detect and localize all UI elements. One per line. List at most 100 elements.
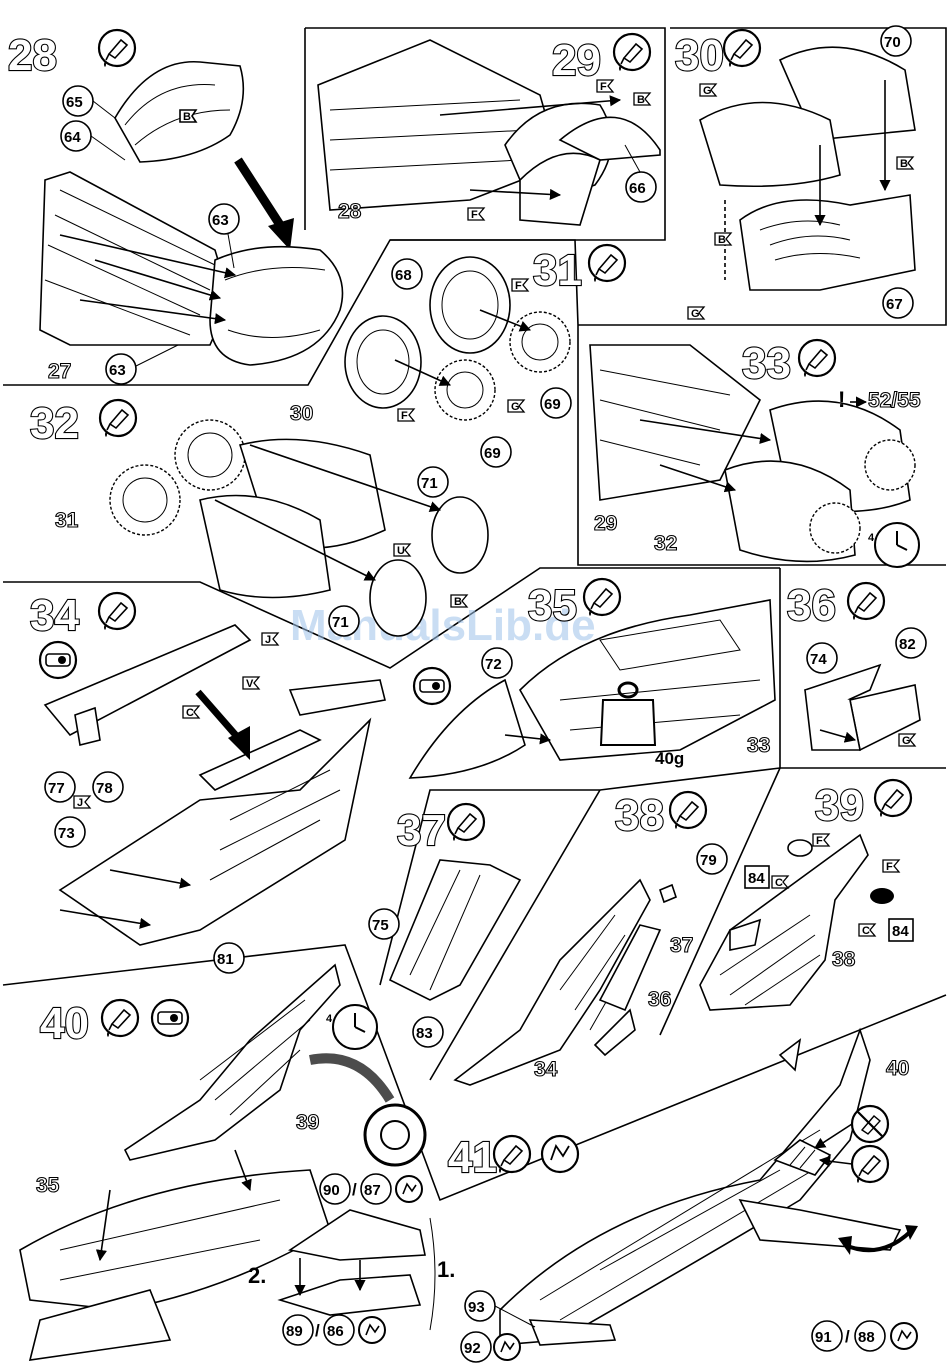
step-32: 32 U B 71 71 30 31 xyxy=(30,399,488,636)
no-glue-icon xyxy=(852,1106,888,1142)
callout: 90 xyxy=(320,1174,350,1204)
flag: G xyxy=(508,400,524,413)
step-40: 40 4 1. 2. 90 / xyxy=(20,965,455,1360)
callout: 69 xyxy=(481,437,511,467)
svg-text:C: C xyxy=(775,877,783,889)
step-number: 41 xyxy=(448,1133,497,1182)
callout: 88 xyxy=(855,1321,885,1351)
glue-icon xyxy=(584,579,620,616)
callout: 83 xyxy=(413,1017,443,1047)
part-label: 33 xyxy=(747,734,770,757)
svg-text:79: 79 xyxy=(700,852,717,869)
part-label: 34 xyxy=(534,1058,558,1081)
part-label: 35 xyxy=(36,1174,60,1197)
glue-icon xyxy=(99,30,135,67)
part-label: 31 xyxy=(55,509,79,532)
svg-text:69: 69 xyxy=(484,445,501,462)
glue-icon xyxy=(99,593,135,630)
part-label: 37 xyxy=(670,934,693,957)
step-41: 41 93 92 xyxy=(448,1030,918,1362)
svg-text:F: F xyxy=(401,410,408,422)
callout: 69 xyxy=(541,388,571,418)
rotate-icon xyxy=(891,1323,917,1349)
flag: C xyxy=(772,876,788,889)
part-label: 38 xyxy=(832,948,856,971)
svg-text:87: 87 xyxy=(364,1182,381,1199)
svg-text:B: B xyxy=(637,94,645,106)
svg-text:B: B xyxy=(454,596,462,608)
part-label: 32 xyxy=(654,532,677,555)
svg-text:F: F xyxy=(886,861,893,873)
glue-icon xyxy=(875,780,911,817)
rotate-icon xyxy=(494,1334,520,1360)
svg-text:82: 82 xyxy=(899,636,916,653)
step-number: 35 xyxy=(528,581,577,630)
svg-text:88: 88 xyxy=(858,1329,875,1346)
svg-text:67: 67 xyxy=(886,296,903,313)
flag: B xyxy=(897,157,913,170)
svg-text:F: F xyxy=(515,280,522,292)
svg-text:64: 64 xyxy=(64,129,81,146)
part-label: 39 xyxy=(296,1111,319,1134)
flag: F xyxy=(468,208,484,221)
flag: C xyxy=(183,706,199,719)
svg-text:90: 90 xyxy=(323,1182,340,1199)
svg-text:77: 77 xyxy=(48,780,65,797)
callout: 65 xyxy=(63,86,93,116)
callout: 79 xyxy=(697,844,727,874)
clock-icon: 4 xyxy=(326,1005,377,1049)
step-number: 39 xyxy=(815,781,864,830)
callout: 81 xyxy=(214,943,244,973)
svg-text:F: F xyxy=(816,835,823,847)
sequence-marker: 2. xyxy=(248,1263,266,1288)
glue-icon xyxy=(848,583,884,620)
svg-text:75: 75 xyxy=(372,917,389,934)
svg-text:72: 72 xyxy=(485,656,502,673)
svg-text:B: B xyxy=(900,158,908,170)
glue-icon xyxy=(102,1000,138,1037)
separator: / xyxy=(845,1327,850,1346)
svg-text:84: 84 xyxy=(892,923,909,940)
step-number: 31 xyxy=(533,246,582,295)
svg-text:63: 63 xyxy=(212,212,229,229)
callout: 91 xyxy=(812,1321,842,1351)
flag: F xyxy=(512,279,528,292)
flag: C xyxy=(859,924,875,937)
step-number: 29 xyxy=(552,36,601,85)
step-39: 39 F C F C 84 84 38 xyxy=(700,780,913,1010)
svg-text:70: 70 xyxy=(884,34,901,51)
flag: F xyxy=(398,409,414,422)
svg-text:71: 71 xyxy=(421,475,438,492)
svg-text:G: G xyxy=(902,735,911,747)
glue-icon xyxy=(100,400,136,437)
callout: 73 xyxy=(55,817,85,847)
svg-text:66: 66 xyxy=(629,180,646,197)
step-38: 38 79 37 36 34 xyxy=(455,791,727,1085)
callout: 63 xyxy=(106,354,136,384)
callout: 64 xyxy=(61,121,91,151)
svg-text:4: 4 xyxy=(868,532,875,544)
step-36: 36 G 74 82 xyxy=(787,581,926,750)
callout: 71 xyxy=(329,606,359,636)
callout: 68 xyxy=(392,259,422,289)
step-reference: 52/55 xyxy=(868,389,921,412)
callout: 77 xyxy=(45,772,75,802)
svg-text:92: 92 xyxy=(464,1340,481,1357)
flag: F xyxy=(813,834,829,847)
callout: 63 xyxy=(209,204,239,234)
callout: 72 xyxy=(482,648,512,678)
svg-text:65: 65 xyxy=(66,94,83,111)
flag: J xyxy=(74,796,90,809)
svg-text:83: 83 xyxy=(416,1025,433,1042)
tape-roll-icon xyxy=(310,1058,425,1165)
glue-icon xyxy=(670,792,706,829)
step-33: 33 ! 52/55 4 29 32 xyxy=(590,339,921,567)
svg-text:G: G xyxy=(511,401,520,413)
flag: F xyxy=(597,80,613,93)
callout: 67 xyxy=(883,288,913,318)
glue-icon xyxy=(724,30,760,67)
step-30: 30 G B B G 70 67 xyxy=(675,26,915,320)
svg-text:91: 91 xyxy=(815,1329,832,1346)
svg-text:63: 63 xyxy=(109,362,126,379)
